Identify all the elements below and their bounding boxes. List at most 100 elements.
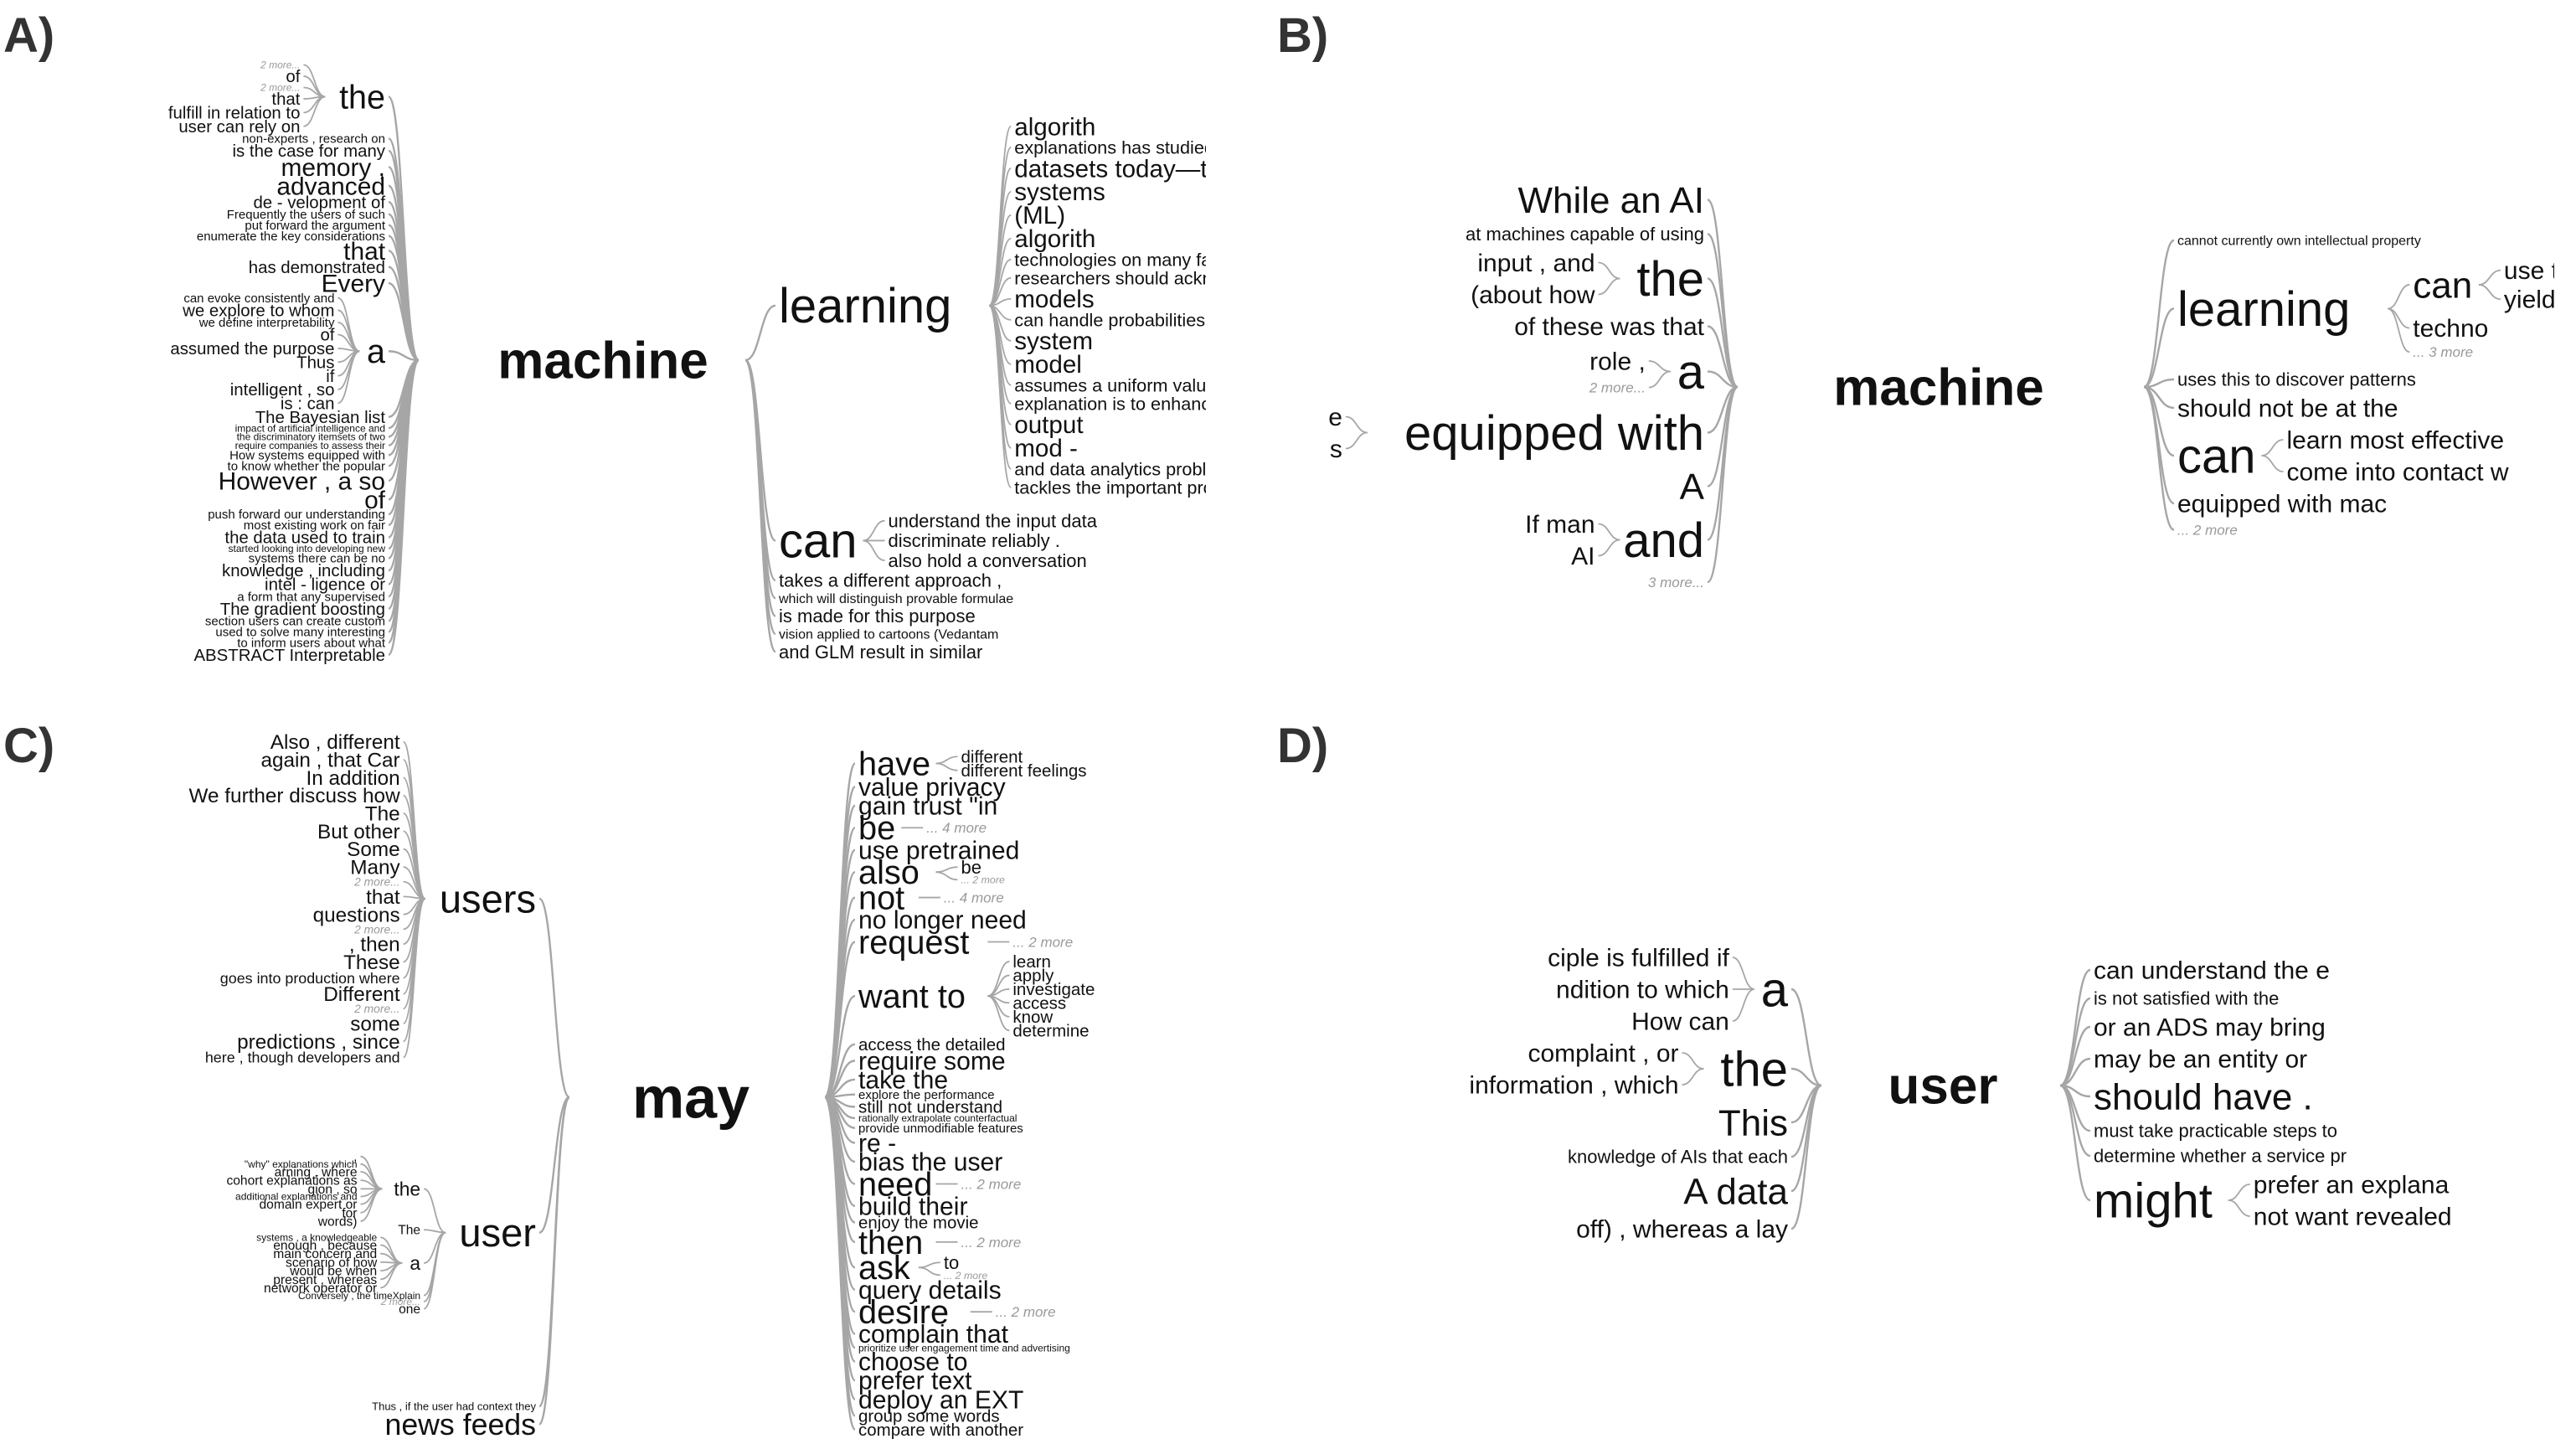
tree-word-a-form-that-any-supervised: a form that any supervised <box>237 590 385 604</box>
tree-word-learn: learn <box>1012 952 1051 972</box>
tree-word-learning: learning <box>2177 282 2350 337</box>
tree-word-push-forward-our-understanding: push forward our understanding <box>208 508 385 522</box>
tree-word-prioritize-user-engagement-time-and-adve: prioritize user engagement time and adve… <box>858 1342 1070 1354</box>
tree-word-2-more: 2 more... <box>260 82 300 94</box>
tree-word-the: the <box>394 1178 420 1199</box>
tree-branch <box>935 871 958 881</box>
tree-word-2-more: ... 2 more <box>961 874 1005 886</box>
tree-word-these: These <box>343 951 400 974</box>
tree-word-network-operator-or: network operator or <box>264 1282 377 1296</box>
tree-branch <box>1707 325 1739 389</box>
tree-word-present-whereas: present , whereas <box>273 1273 377 1287</box>
tree-word-2-more: 2 more... <box>353 876 399 889</box>
tree-word-2-more: ... 2 more <box>961 1176 1022 1192</box>
tree-word-thus: Thus <box>296 353 334 372</box>
tree-word-tackles-the-important-prob: tackles the important prob - <box>1014 477 1234 498</box>
tree-word-system: system <box>1014 327 1093 355</box>
tree-word-section-users-can-create-custom: section users can create custom <box>205 615 385 629</box>
tree-word-request: request <box>858 924 969 961</box>
tree-word-group-some-words: group some words <box>858 1406 1000 1426</box>
tree-word-ciple-is-fulfilled-if: ciple is fulfilled if <box>1548 945 1729 972</box>
tree-word-s: s <box>1330 436 1342 463</box>
tree-branch <box>824 994 856 1099</box>
tree-branch <box>1707 233 1739 389</box>
tree-word-again-that-car: again , that Car <box>260 750 399 772</box>
tree-word-to-inform-users-about-what: to inform users about what <box>237 636 386 650</box>
tree-word-here-though-developers-and: here , though developers and <box>205 1049 400 1066</box>
tree-branch <box>2261 439 2284 456</box>
tree-word-how-can: How can <box>1631 1008 1729 1036</box>
tree-root-word: machine <box>497 333 708 390</box>
tree-word-why-explanations-which: "why" explanations which <box>245 1158 358 1170</box>
tree-word-goes-into-production-where: goes into production where <box>220 970 400 987</box>
tree-word-2-more: ... 2 more <box>2177 522 2238 538</box>
tree-word-of: of <box>364 487 386 514</box>
tree-word-we-further-discuss-how: We further discuss how <box>189 785 401 807</box>
tree-word-cannot-currently-own-intellectual-proper: cannot currently own intellectual proper… <box>2177 235 2421 249</box>
tree-branch <box>1790 988 1822 1087</box>
tree-branch <box>2228 1184 2250 1201</box>
tree-branch <box>1345 415 1368 434</box>
tree-word-of: of <box>286 68 300 86</box>
tree-word-be: be <box>858 810 895 847</box>
tree-branch <box>1598 523 1620 541</box>
tree-branch <box>987 995 1010 1032</box>
tree-word-off-whereas-a-lay: off) , whereas a lay <box>1576 1216 1788 1244</box>
tree-word-systems: systems <box>1014 178 1105 206</box>
tree-word-arning-where: arning , where <box>275 1165 358 1179</box>
tree-word-explanation-is-to-enhance: explanation is to enhance . <box>1014 393 1230 414</box>
tree-word-ask: ask <box>858 1250 910 1287</box>
tree-word-techno: techno <box>2413 315 2488 343</box>
tree-word-access-the-detailed: access the detailed <box>858 1035 1006 1055</box>
tree-branch <box>423 1231 446 1264</box>
tree-word-learning: learning <box>779 279 951 333</box>
tree-word-require-some: require some <box>858 1048 1006 1075</box>
panel-label: D) <box>1277 719 1328 773</box>
tree-word-the: The <box>398 1224 420 1238</box>
tree-word-ml: (ML) <box>1014 202 1065 229</box>
tree-word-may-be-an-entity-or: may be an entity or <box>2094 1046 2307 1074</box>
tree-word-might: might <box>2094 1173 2213 1228</box>
tree-branch <box>538 897 571 1099</box>
tree-word-assumes-a-uniform-valuation: assumes a uniform valuation <box>1014 374 1245 395</box>
tree-word-user-can-rely-on: user can rely on <box>178 118 300 137</box>
tree-word-can-evoke-consistently-and: can evoke consistently and <box>183 291 334 306</box>
tree-word-user: user <box>459 1210 536 1255</box>
tree-word-2-more: 2 more... <box>353 923 399 936</box>
tree-word-systems-a-knowledgeable: systems , a knowledgeable <box>256 1232 377 1244</box>
tree-branch <box>1648 370 1671 389</box>
tree-branch <box>388 281 420 362</box>
tree-word-technologies-on-many-facets: technologies on many facets <box>1014 249 1244 270</box>
tree-word-different-feelings: different feelings <box>961 761 1087 781</box>
tree-word-compare-with-another: compare with another <box>858 1421 1023 1440</box>
tree-word-the: the <box>339 79 385 116</box>
tree-word-2-more: 2 more... <box>353 1003 399 1015</box>
tree-branch <box>918 1266 940 1276</box>
tree-root-word: user <box>1888 1058 1998 1116</box>
tree-branch <box>2388 284 2410 310</box>
tree-word-equipped-with-mac: equipped with mac <box>2177 491 2387 518</box>
tree-word-need: need <box>858 1166 932 1203</box>
tree-branch <box>2478 284 2501 301</box>
tree-word-determine-whether-a-service-pr: determine whether a service pr <box>2094 1146 2347 1167</box>
tree-word-this: This <box>1718 1102 1788 1143</box>
tree-word-if: if <box>326 368 335 386</box>
tree-word-2-more: 2 more... <box>1589 379 1646 395</box>
tree-word-2-more: ... 2 more <box>961 1235 1022 1251</box>
tree-word-predictions-since: predictions , since <box>237 1031 399 1054</box>
tree-word-words: words) <box>317 1215 358 1229</box>
tree-branch <box>935 866 958 874</box>
tree-word-output: output <box>1014 411 1083 439</box>
tree-word-2-more: 2 more... <box>260 59 300 71</box>
tree-branch <box>1732 957 1755 990</box>
tree-branch <box>2388 307 2410 329</box>
tree-word-some: some <box>350 1013 399 1036</box>
tree-branch <box>388 350 420 362</box>
tree-word-bias-the-user: bias the user <box>858 1149 1002 1177</box>
tree-word-explore-the-performance: explore the performance <box>858 1088 995 1102</box>
tree-word-apply: apply <box>1012 967 1054 986</box>
tree-word-prefer-an-explana: prefer an explana <box>2254 1172 2450 1199</box>
